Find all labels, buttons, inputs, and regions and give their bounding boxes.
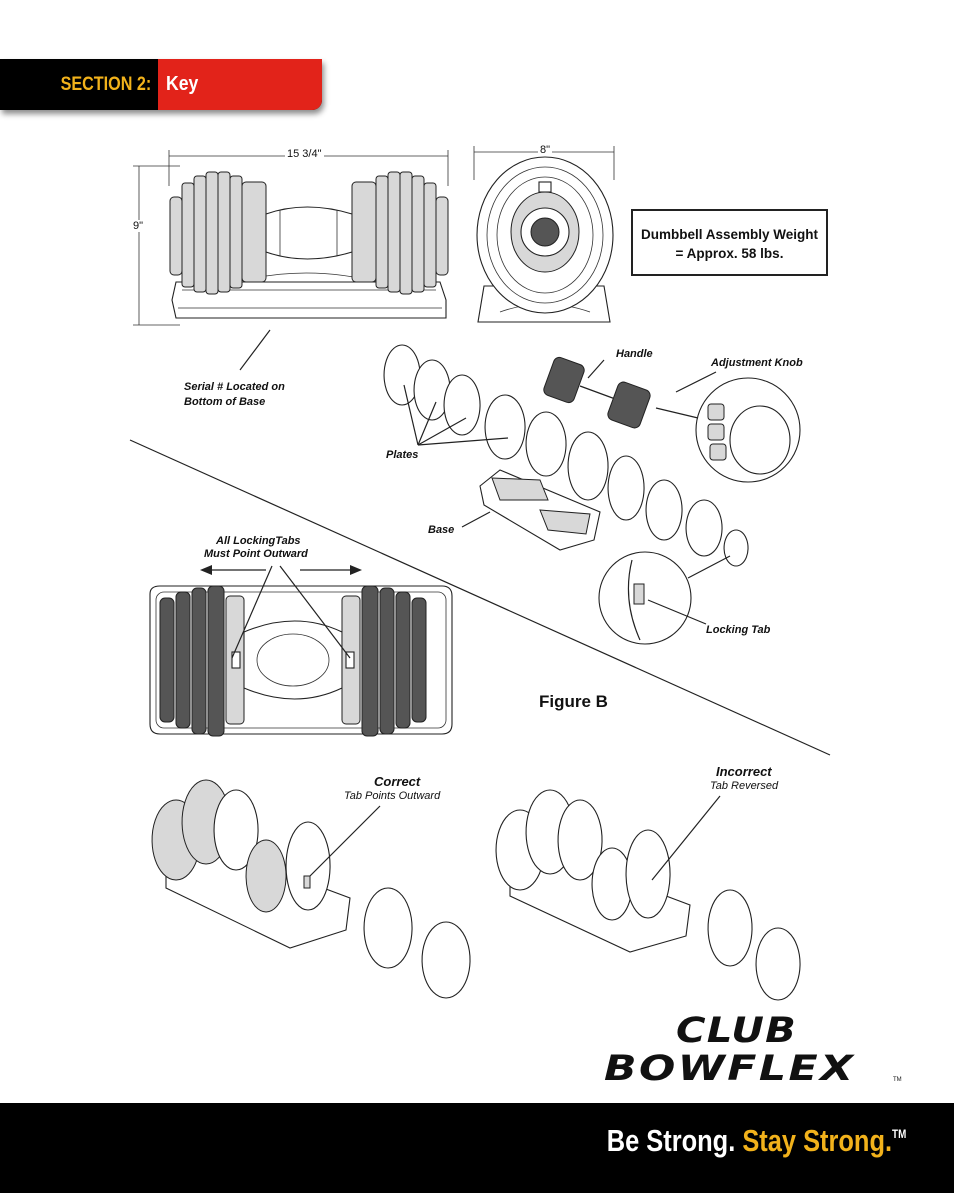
section-title-text: Key Components bbox=[166, 73, 274, 146]
assembly-weight-box: Dumbbell Assembly Weight = Approx. 58 lb… bbox=[631, 209, 828, 276]
diagonal-divider bbox=[129, 439, 831, 756]
slogan-part-1: Be Strong. bbox=[606, 1123, 743, 1158]
exploded-handle bbox=[543, 356, 651, 429]
serial-callout-line-1: Serial # Located on bbox=[184, 381, 285, 393]
slogan-part-2: Stay Strong. bbox=[742, 1123, 892, 1158]
section-number: SECTION 2: bbox=[60, 74, 152, 95]
handle-callout: Handle bbox=[616, 348, 653, 360]
incorrect-subtitle: Tab Reversed bbox=[710, 780, 779, 792]
section-header-tab: SECTION 2: Key Components bbox=[0, 59, 322, 146]
adjustment-knob-callout: Adjustment Knob bbox=[711, 357, 803, 369]
plates-callout: Plates bbox=[386, 449, 419, 461]
figure-label: Figure B bbox=[539, 692, 608, 711]
dumbbell-side-view bbox=[133, 150, 449, 371]
dumbbell-end-view bbox=[473, 146, 615, 323]
height-dimension-label: 9" bbox=[133, 220, 144, 232]
exploded-plates bbox=[383, 344, 749, 567]
locking-tab-callout: Locking Tab bbox=[706, 624, 771, 636]
locking-tabs-note-line-1: All LockingTabs bbox=[216, 535, 301, 547]
logo-club: CLUB bbox=[676, 1011, 797, 1051]
incorrect-title: Incorrect bbox=[716, 764, 772, 779]
correct-title: Correct bbox=[374, 774, 421, 789]
dumbbell-top-view bbox=[149, 565, 453, 737]
serial-callout-line-2: Bottom of Base bbox=[184, 396, 266, 408]
logo-bowflex: BOWFLEX bbox=[604, 1049, 856, 1089]
correct-subtitle: Tab Points Outward bbox=[344, 790, 441, 802]
weight-line-1: Dumbbell Assembly Weight bbox=[640, 227, 819, 242]
section-title: Key Components bbox=[158, 59, 322, 146]
footer-bar: Be Strong. Stay Strong.TM bbox=[0, 1103, 954, 1193]
locking-tab-detail bbox=[598, 551, 731, 645]
footer-slogan: Be Strong. Stay Strong.TM bbox=[606, 1123, 906, 1159]
depth-dimension-label: 8" bbox=[538, 144, 553, 156]
correct-assembly-drawing bbox=[151, 779, 471, 999]
exploded-base bbox=[461, 469, 601, 551]
width-dimension-label: 15 3/4" bbox=[285, 148, 324, 160]
base-callout: Base bbox=[428, 524, 455, 536]
adjustment-knob-detail bbox=[655, 371, 801, 483]
locking-tabs-note-line-2: Must Point Outward bbox=[204, 548, 308, 560]
logo-trademark: TM bbox=[893, 1077, 902, 1083]
incorrect-assembly-drawing bbox=[495, 789, 801, 1001]
weight-line-2: = Approx. 58 lbs. bbox=[675, 246, 784, 261]
slogan-trademark: TM bbox=[891, 1127, 906, 1141]
